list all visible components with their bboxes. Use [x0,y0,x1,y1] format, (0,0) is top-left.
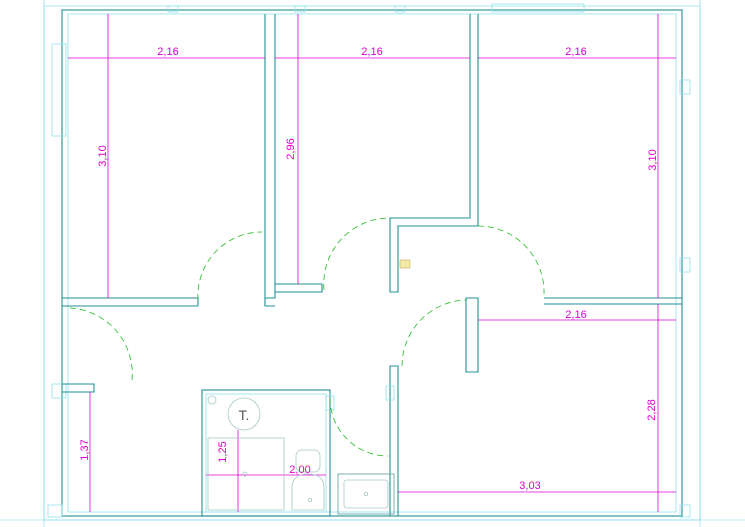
room4-width-label: 2,16 [565,309,586,321]
exterior-walls [47,3,691,518]
door-swings [69,217,545,457]
bath-depth-label: 1,25 [217,441,229,462]
interior-walls [62,14,682,517]
toilet-icon [291,473,325,511]
room3-width-label: 2,16 [565,46,586,58]
dimension-lines [68,14,676,512]
room4-length-label: 3,03 [519,480,540,492]
room1-depth-label: 3,10 [97,145,109,166]
water-tank-icon [227,397,261,431]
room2-width-label: 2,16 [361,46,382,58]
sink-counter-icon [337,473,395,515]
bathroom-fixtures [207,259,411,515]
room3-depth-label: 3,10 [647,149,659,170]
floor-drain-icon [207,395,217,405]
shower-tray-icon [207,437,285,511]
switch-plate-icon [399,259,411,269]
room1-width-label: 2,16 [157,46,178,58]
room5-depth-label: 1,37 [79,439,91,460]
bath-width-label: 2,00 [289,464,310,476]
room4-depth-label: 2,28 [646,399,658,420]
sink-basin-icon [343,479,389,509]
dimension-labels: 2,16 2,16 2,16 3,10 2,96 3,10 2,16 2,28 … [79,46,659,492]
room2-depth-label: 2,96 [285,138,297,159]
tank-label: T. [239,407,250,423]
